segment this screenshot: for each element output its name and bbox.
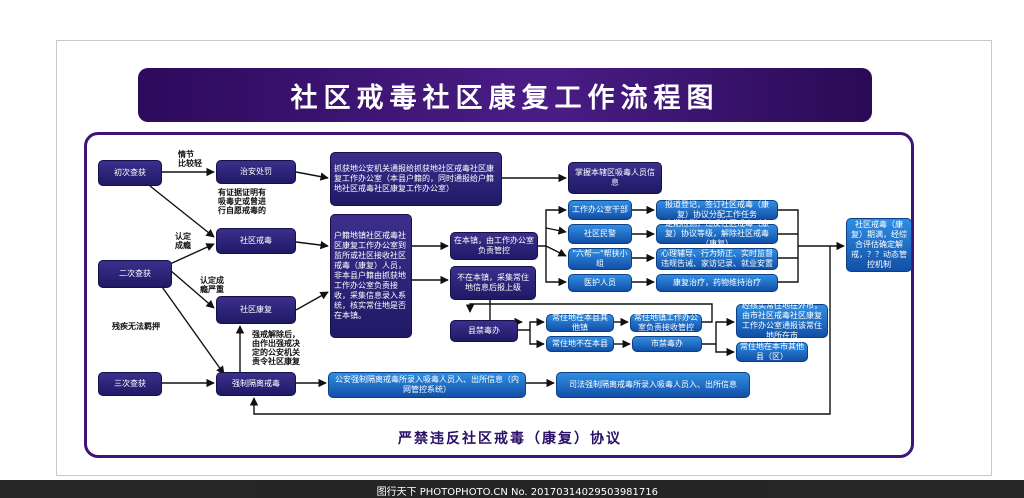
node-community-rehab: 社区戒毒	[216, 228, 296, 254]
node-community-recovery: 社区康复	[216, 296, 296, 324]
node-county-office: 县禁毒办	[450, 320, 518, 342]
note-severe: 认定成 瘾严重	[200, 276, 224, 294]
node-public-security-info: 公安强制隔离戒毒所录入吸毒人员入、出所信息（内网管控系统）	[328, 372, 526, 398]
node-notify-office: 抓获地公安机关通报给抓获地社区戒毒社区康复工作办公室（本县户籍的，同时通报给户籍…	[330, 152, 502, 206]
arrow-second-to-forced	[159, 283, 225, 375]
node-second-capture: 二次查获	[98, 260, 172, 288]
node-register-office: 户籍地镇社区戒毒社区康复工作办公室到监所或社区接收社区戒毒（康复）人员，非本县户…	[330, 214, 412, 338]
node-city-office: 市禁毒办	[632, 336, 702, 352]
return-line	[249, 246, 831, 415]
node-final-decision: 社区戒毒（康复）期满，经综合评估确定解戒，？？动态管控机制	[846, 218, 912, 272]
node-community-police: 社区民警	[568, 224, 632, 244]
arrow-rehab-to-register	[295, 240, 329, 250]
page-title: 社区戒毒社区康复工作流程图	[138, 68, 872, 122]
arrow-penalty-to-notify	[295, 171, 329, 181]
node-master-info: 掌握本辖区吸毒人员信息	[568, 162, 662, 194]
merge-tasks	[778, 209, 799, 283]
node-regular-check: 定期检测，违反社区戒毒（康复）协议等级，解除社区戒毒（康复）	[656, 219, 778, 248]
node-third-capture: 三次查获	[98, 372, 162, 396]
node-in-town: 在本镇，由工作办公室负责管控	[450, 232, 538, 260]
note-history: 有证据证明有 吸毒史或曾进 行自愿戒毒的	[218, 188, 266, 215]
arrow-second-to-recovery	[169, 269, 215, 309]
note-addicted: 认定 成瘾	[175, 232, 191, 250]
node-counseling: 心理辅导、行为矫正、实时监督违规告诫、家访记录、就业安置	[656, 248, 778, 270]
note-release-forced: 强戒解除后， 由作出强戒决 定的公安机关 责令社区康复	[252, 330, 300, 366]
node-residence-office-transfer: 常住地镇工作办公室负责接收管控	[630, 313, 702, 332]
node-judicial-info: 司法强制隔离戒毒所录入吸毒人员入、出所信息	[556, 372, 750, 398]
loop-transfer-back	[465, 303, 713, 323]
node-residence-other-county: 常住地在本市其他县（区）	[736, 342, 808, 362]
branch-intown	[538, 205, 567, 247]
arrow-second-to-rehab	[169, 243, 215, 265]
node-forced-isolation: 强制隔离戒毒	[216, 372, 296, 396]
node-public-security-penalty: 治安处罚	[216, 160, 296, 184]
node-six-one-team: "六帮一"帮扶小组	[568, 248, 632, 270]
watermark-bar: 图行天下 PHOTOPHOTO.CN No. 20170314029503981…	[0, 480, 1024, 498]
node-first-capture: 初次查获	[98, 160, 162, 186]
note-disabled: 残疾无法羁押	[112, 322, 160, 331]
node-not-in-town: 不在本镇，采集常住地信息后报上级	[450, 266, 536, 300]
arrow-first-to-rehab	[149, 185, 215, 238]
node-work-office-cadre: 工作办公室干部	[568, 200, 632, 220]
arrow-recovery-to-register	[295, 291, 329, 311]
node-residence-not-in-county: 常住地不在本县	[546, 336, 614, 352]
node-residence-in-county: 常住地在本县其他镇	[546, 313, 614, 332]
footer-agreement: 严禁违反社区戒毒（康复）协议	[398, 431, 622, 447]
watermark-text: 图行天下 PHOTOPHOTO.CN No. 20170314029503981…	[376, 487, 658, 498]
note-minor: 情节 比较轻	[178, 150, 202, 168]
node-treatment: 康复治疗，药物维持治疗	[656, 274, 778, 292]
node-medical-staff: 医护人员	[568, 274, 632, 292]
node-report-sign: 报道登记，签订社区戒毒（康复）协议分配工作任务	[656, 200, 778, 220]
node-verify-outside-city: 经核实常住地在外市，由市社区戒毒社区康复工作办公室通报该常住地所在市	[736, 301, 828, 340]
